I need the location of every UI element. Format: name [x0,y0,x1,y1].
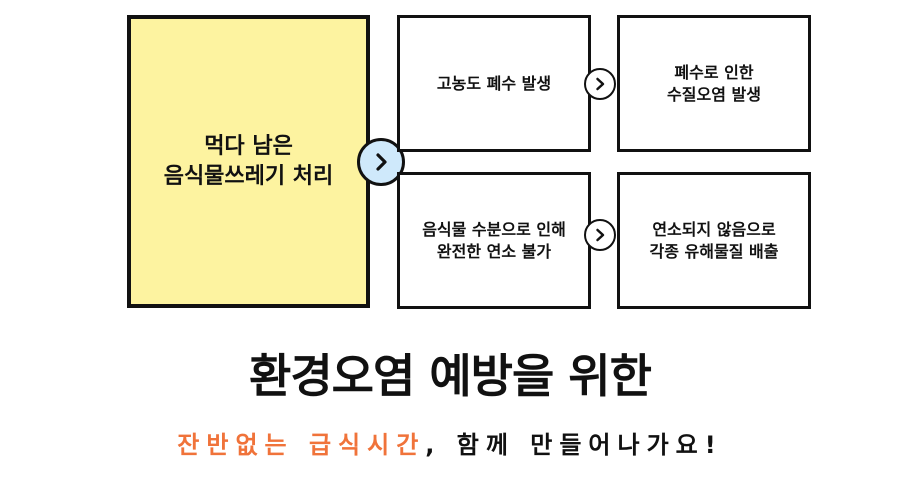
main-cause-text: 먹다 남은 음식물쓰레기 처리 [163,133,334,189]
subline-rest: , 함께 만들어나가요! [425,431,723,459]
effect-text-top-2: 폐수로 인한 수질오염 발생 [667,62,761,104]
effect-text-top-1: 고농도 폐수 발생 [436,73,552,93]
effect-box-top-1: 고농도 폐수 발생 [397,15,591,152]
subline: 잔반없는 급식시간, 함께 만들어나가요! [0,425,900,460]
effect-box-bottom-2: 연소되지 않음으로 각종 유해물질 배출 [617,172,811,309]
main-cause-box: 먹다 남은 음식물쓰레기 처리 [127,15,370,308]
chevron-right-icon [584,219,616,251]
headline: 환경오염 예방을 위한 [249,349,652,403]
chevron-right-icon [584,68,616,100]
effect-box-top-2: 폐수로 인한 수질오염 발생 [617,15,811,152]
subline-accent: 잔반없는 급식시간 [177,431,426,459]
effect-text-bottom-1: 음식물 수분으로 인해 완전한 연소 불가 [422,219,566,261]
effect-box-bottom-1: 음식물 수분으로 인해 완전한 연소 불가 [397,172,591,309]
effect-text-bottom-2: 연소되지 않음으로 각종 유해물질 배출 [649,219,779,261]
